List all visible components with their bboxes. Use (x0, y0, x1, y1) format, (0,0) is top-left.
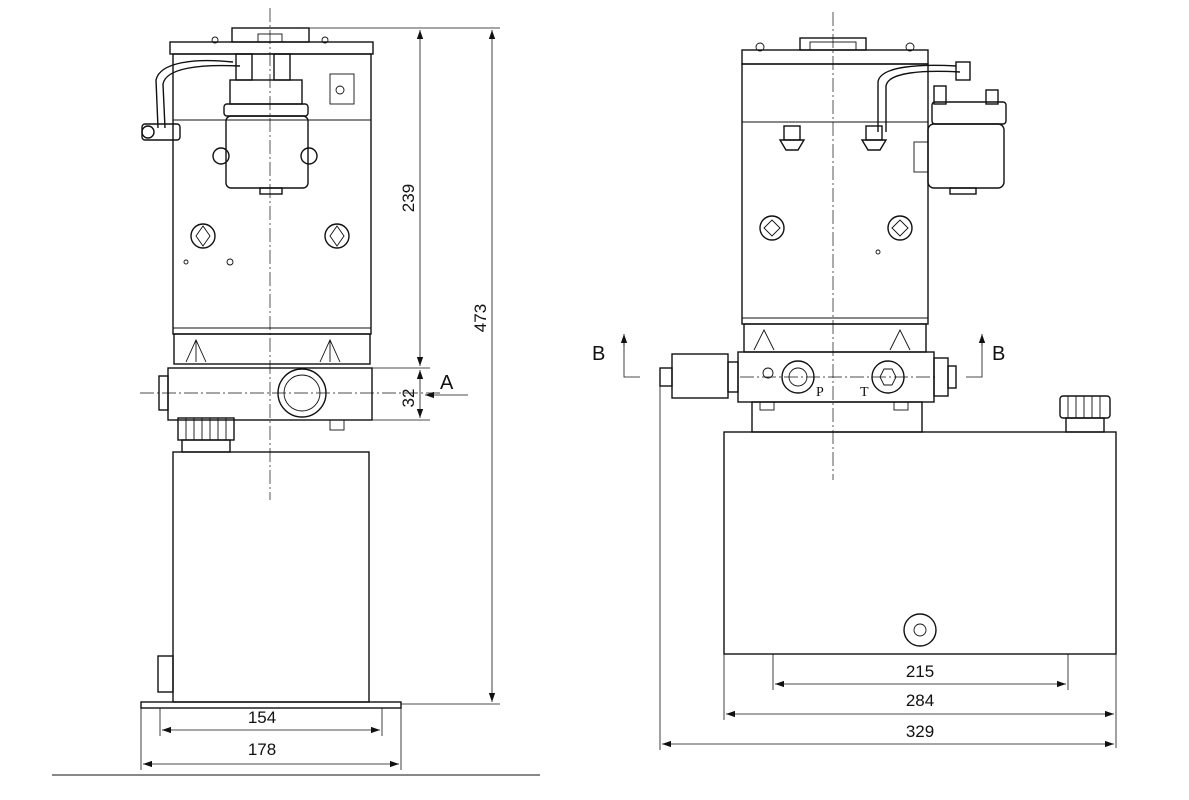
section-b-left-label: B (592, 343, 605, 365)
dim-284-text: 284 (906, 691, 934, 710)
port-p-label: P (816, 385, 824, 400)
dim-inner-width: 154 (159, 708, 383, 736)
dim-215-text: 215 (906, 662, 934, 681)
right-valve-block: P T (737, 351, 935, 411)
left-view: 239 473 32 A 154 178 (52, 8, 540, 776)
dim-329-text: 329 (906, 722, 934, 741)
dim-473-text: 473 (471, 304, 490, 332)
filler-cap (177, 417, 345, 453)
section-b-right-label: B (992, 343, 1005, 365)
right-adapter (743, 323, 927, 353)
valve-block (140, 367, 440, 421)
reservoir-tank (140, 451, 402, 709)
tank-filler-cap (1059, 395, 1111, 433)
section-a-label: A (440, 372, 454, 394)
dim-bolt-span: 215 (772, 654, 1069, 690)
dim-motor-height: 239 (290, 27, 430, 369)
section-b-markers: B B (592, 334, 1005, 378)
right-view: P T B B (592, 12, 1117, 750)
dim-port: 32 A (372, 370, 468, 421)
right-solenoid-relay (877, 61, 1007, 195)
port-t-label: T (860, 385, 869, 400)
dim-32-text: 32 (399, 389, 418, 408)
dim-overall-height: 473 (401, 27, 500, 705)
dim-154-text: 154 (248, 708, 276, 727)
cable (141, 59, 241, 141)
adapter-flange (173, 333, 371, 365)
dim-239-text: 239 (399, 184, 418, 212)
dim-tank-width: 284 (723, 654, 1117, 748)
right-top-cap (741, 37, 929, 65)
dim-outer-width: 178 (140, 708, 402, 770)
dim-total-width: 329 (659, 386, 1114, 750)
dim-178-text: 178 (248, 740, 276, 759)
right-reservoir-tank (723, 401, 1117, 655)
right-plug (933, 357, 957, 397)
motor-screws (183, 223, 350, 266)
right-motor-body (741, 63, 929, 325)
left-fitting (659, 353, 739, 399)
solenoid-relay (212, 53, 355, 195)
top-cap (169, 27, 374, 55)
